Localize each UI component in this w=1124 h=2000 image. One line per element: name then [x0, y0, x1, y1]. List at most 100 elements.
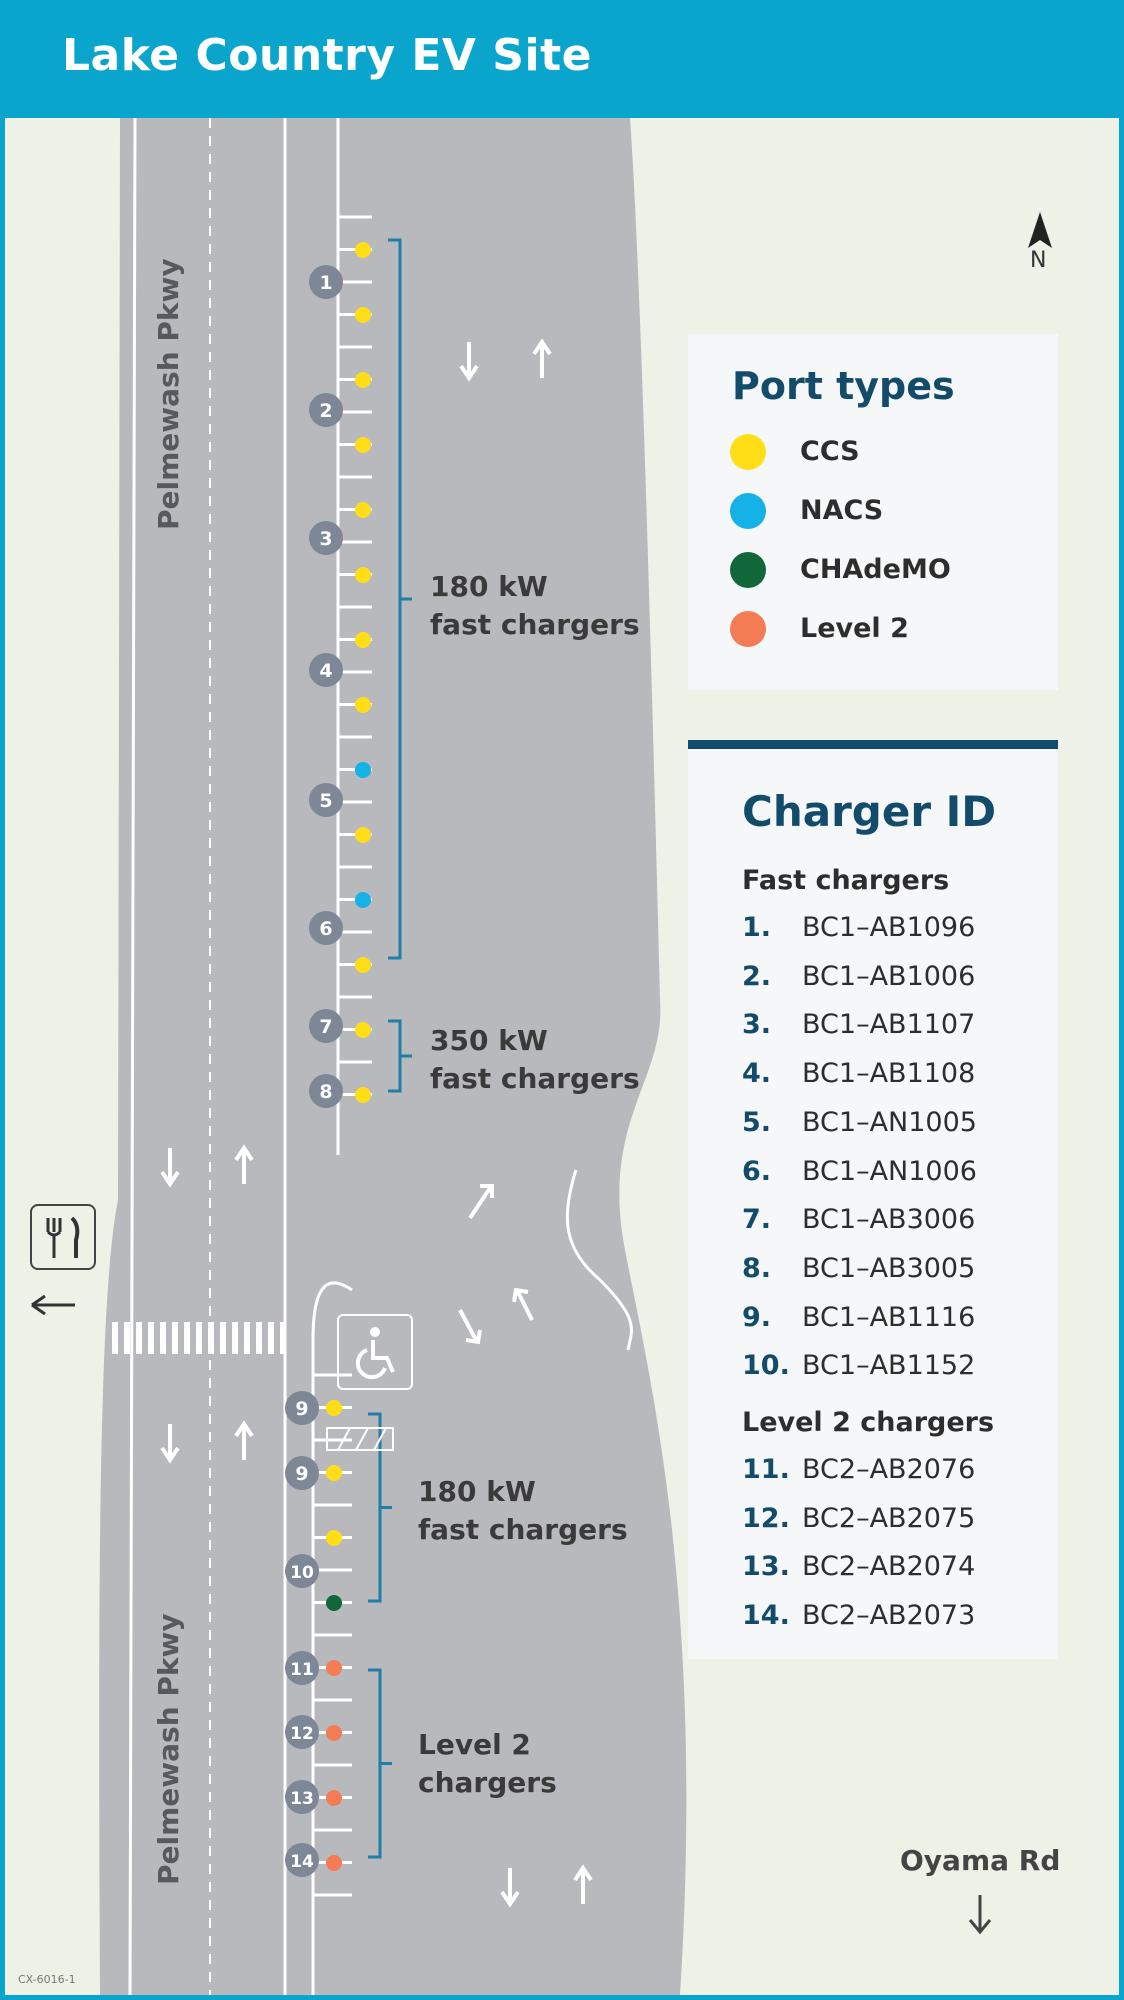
- charger-id-number: 12.: [742, 1502, 790, 1534]
- charger-number: 7: [319, 1016, 332, 1038]
- lane-line: [128, 117, 137, 1996]
- charger-id-number: 14.: [742, 1600, 790, 1632]
- cross-road-name: Oyama Rd: [900, 1844, 1061, 1877]
- charger-id-code: BC1–AB1152: [802, 1350, 976, 1382]
- accessible-parking-icon: [337, 1314, 413, 1390]
- port-dot: [355, 502, 371, 518]
- port-dot: [355, 827, 371, 843]
- crosswalk-stripe: [196, 1322, 202, 1354]
- charger-badge: [309, 783, 343, 817]
- charger-number: 13: [290, 1789, 314, 1809]
- charger-id-code: BC1–AB1107: [802, 1009, 976, 1041]
- north-label: N: [1030, 248, 1047, 273]
- charger-badge: [309, 521, 343, 555]
- legend-label: CHAdeMO: [800, 554, 951, 585]
- port-dot: [326, 1790, 342, 1806]
- port-dot: [355, 1087, 371, 1103]
- road-name-upper: Pelmewash Pkwy: [152, 258, 185, 530]
- crosswalk: [112, 1322, 286, 1354]
- group-3-power: 180 kW: [418, 1475, 536, 1508]
- charger-id-number: 2.: [742, 960, 772, 992]
- port-dot: [355, 242, 371, 258]
- charger-id-code: BC1–AN1006: [802, 1155, 977, 1187]
- group-label-1: 180 kW fast chargers: [430, 568, 640, 644]
- left-arrow-icon: [31, 1294, 75, 1316]
- diagonal-arrow-icon: [458, 1309, 482, 1345]
- charger-number: 9: [295, 1463, 308, 1485]
- hatched-zone-lines: [337, 1427, 387, 1451]
- charger-number: 8: [319, 1081, 332, 1103]
- port-dot: [355, 632, 371, 648]
- restaurant-icon: [30, 1204, 96, 1270]
- direction-arrows: [160, 338, 593, 1908]
- charger-badge: [309, 1074, 343, 1108]
- charger-badge: [285, 1715, 319, 1749]
- up-arrow-icon: [532, 338, 552, 378]
- charger-id-code: BC1–AB1116: [802, 1301, 976, 1333]
- group-label-4: Level 2 chargers: [418, 1726, 557, 1802]
- port-dot: [355, 697, 371, 713]
- fast-chargers-heading: Fast chargers: [742, 865, 950, 896]
- chademo-dot-icon: [730, 552, 766, 588]
- group-label-2: 350 kW fast chargers: [430, 1022, 640, 1098]
- charger-number: 5: [319, 790, 332, 812]
- up-arrow-icon: [234, 1144, 254, 1184]
- charger-id-code: BC2–AB2076: [802, 1454, 976, 1485]
- nacs-dot-icon: [730, 493, 766, 529]
- map-code: CX-6016-1: [18, 1973, 76, 1986]
- crosswalk-stripe: [112, 1322, 118, 1354]
- road-name-lower: Pelmewash Pkwy: [152, 1613, 185, 1885]
- charger-badge: [285, 1780, 319, 1814]
- hatched-zone: [326, 1427, 394, 1451]
- group-bracket: [388, 1019, 412, 1093]
- port-dot: [326, 1660, 342, 1676]
- charger-number: 11: [290, 1660, 314, 1680]
- level2-dot-icon: [730, 611, 766, 647]
- group-bracket: [368, 1412, 392, 1603]
- legend-title: Port types: [732, 364, 955, 408]
- curb-line: [311, 1281, 353, 1341]
- crosswalk-stripe: [280, 1322, 286, 1354]
- diagonal-arrow-icon: [512, 1287, 534, 1321]
- level2-chargers-heading: Level 2 chargers: [742, 1407, 995, 1438]
- charger-badge: [309, 911, 343, 945]
- charger-id-number: 1.: [742, 912, 772, 943]
- charger-badge: [309, 393, 343, 427]
- group-1-kind: fast chargers: [430, 608, 640, 641]
- charger-number: 6: [319, 918, 332, 940]
- crosswalk-stripe: [220, 1322, 226, 1354]
- port-dot: [355, 437, 371, 453]
- charger-id-number: 4.: [742, 1058, 772, 1090]
- charger-badge: [309, 265, 343, 299]
- charger-id-title: Charger ID: [742, 787, 997, 836]
- charger-badge: [309, 653, 343, 687]
- port-dot: [355, 372, 371, 388]
- crosswalk-stripe: [208, 1322, 214, 1354]
- charger-id-number: 11.: [742, 1454, 790, 1485]
- crosswalk-stripe: [256, 1322, 262, 1354]
- group-3-kind: fast chargers: [418, 1513, 628, 1546]
- down-arrow-icon: [160, 1424, 180, 1464]
- port-dot: [355, 567, 371, 583]
- port-dot: [326, 1725, 342, 1741]
- down-arrow-icon: [500, 1868, 520, 1908]
- charger-id-number: 8.: [742, 1252, 772, 1284]
- charger-id-number: 9.: [742, 1301, 772, 1333]
- charger-id-number: 10.: [742, 1350, 790, 1382]
- parking-lot: [99, 118, 687, 1995]
- header-bar: Lake Country EV Site: [0, 0, 1124, 118]
- group-1-power: 180 kW: [430, 570, 548, 603]
- crosswalk-stripe: [124, 1322, 130, 1354]
- charger-badge: [285, 1554, 319, 1588]
- crosswalk-stripe: [244, 1322, 250, 1354]
- charger-badge: [309, 1009, 343, 1043]
- diagonal-arrow-icon: [468, 1184, 494, 1220]
- charger-id-code: BC1–AB3006: [802, 1204, 976, 1236]
- group-4-power: Level 2: [418, 1728, 531, 1761]
- charger-id-code: BC1–AB3005: [802, 1252, 976, 1284]
- charger-badge: [285, 1456, 319, 1490]
- crosswalk-stripe: [232, 1322, 238, 1354]
- charger-id-code: BC1–AB1108: [802, 1058, 976, 1090]
